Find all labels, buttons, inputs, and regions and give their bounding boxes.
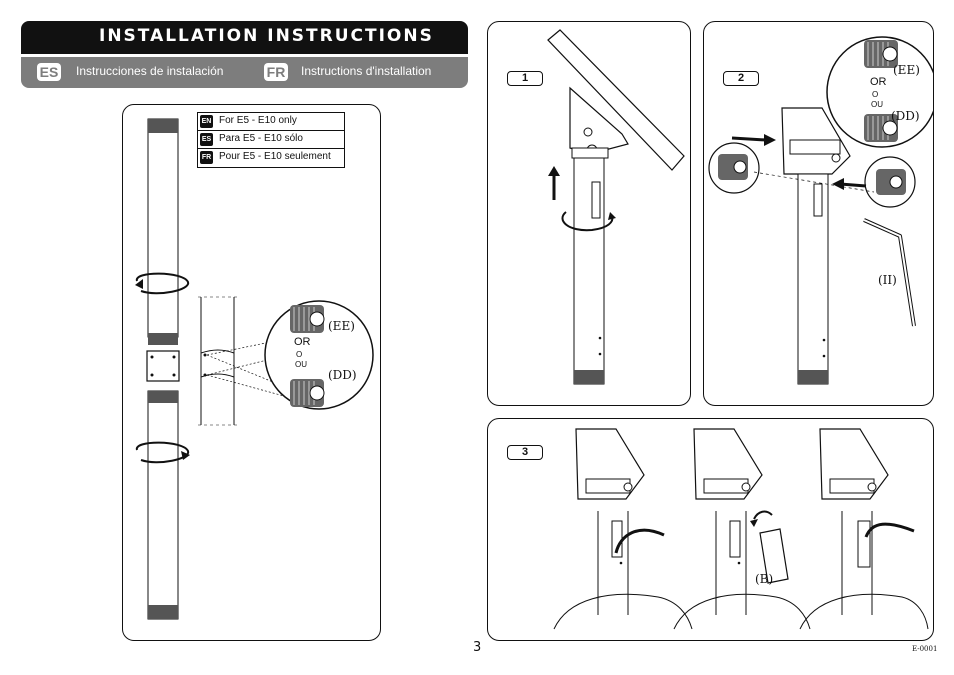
legend-badge-fr: FR bbox=[200, 151, 213, 164]
step-1-badge: 1 bbox=[507, 71, 543, 86]
step-3-view-b bbox=[673, 428, 811, 630]
step-2-illustration bbox=[708, 36, 933, 385]
legend-row-en: EN For E5 - E10 only bbox=[198, 113, 344, 131]
legend-text-en: For E5 - E10 only bbox=[219, 115, 297, 126]
step-2-label-or: OR bbox=[870, 76, 887, 88]
label-dd: (DD) bbox=[328, 368, 357, 382]
legend-badge-es: ES bbox=[200, 133, 213, 146]
legend-text-fr: Pour E5 - E10 seulement bbox=[219, 151, 331, 162]
label-ee: (EE) bbox=[328, 319, 355, 333]
lang-text-es: Instrucciones de instalación bbox=[76, 64, 224, 78]
step-3-badge: 3 bbox=[507, 445, 543, 460]
page-number: 3 bbox=[473, 640, 482, 655]
page-title: INSTALLATION INSTRUCTIONS bbox=[99, 26, 434, 46]
step-3-label-b: (B) bbox=[755, 572, 774, 586]
step-3-illustration bbox=[553, 428, 929, 630]
step-2-label-dd: (DD) bbox=[891, 109, 920, 123]
left-panel: EN For E5 - E10 only ES Para E5 - E10 só… bbox=[122, 104, 381, 641]
language-bar: ES Instrucciones de instalación FR Instr… bbox=[21, 57, 468, 88]
step-2-label-ii: (II) bbox=[878, 273, 897, 287]
step-1-panel: 1 bbox=[487, 21, 691, 406]
model-legend: EN For E5 - E10 only ES Para E5 - E10 só… bbox=[197, 112, 345, 168]
step-3-view-c bbox=[799, 428, 929, 630]
lang-badge-fr: FR bbox=[264, 63, 288, 81]
legend-badge-en: EN bbox=[200, 115, 213, 128]
step-2-badge: 2 bbox=[723, 71, 759, 86]
label-or: OR bbox=[294, 336, 311, 348]
step-2-label-ee: (EE) bbox=[893, 63, 920, 77]
legend-text-es: Para E5 - E10 sólo bbox=[219, 133, 303, 144]
legend-row-fr: FR Pour E5 - E10 seulement bbox=[198, 149, 344, 167]
step-2-label-ou: OU bbox=[871, 100, 883, 109]
lang-badge-es: ES bbox=[37, 63, 61, 81]
step-3-view-a bbox=[553, 428, 693, 630]
step-1-illustration bbox=[547, 29, 685, 385]
document-code: E-0001 bbox=[912, 645, 938, 653]
step-2-panel: 2 (EE) OR O OU (DD) (II) bbox=[703, 21, 934, 406]
header-bar: INSTALLATION INSTRUCTIONS bbox=[21, 21, 468, 54]
label-ou: OU bbox=[295, 360, 307, 369]
label-o: O bbox=[296, 350, 303, 359]
legend-row-es: ES Para E5 - E10 sólo bbox=[198, 131, 344, 149]
step-2-label-o: O bbox=[872, 90, 879, 99]
pole-assembly-illustration bbox=[135, 118, 374, 620]
step-3-panel: 3 (B) bbox=[487, 418, 934, 641]
lang-text-fr: Instructions d'installation bbox=[301, 64, 432, 78]
